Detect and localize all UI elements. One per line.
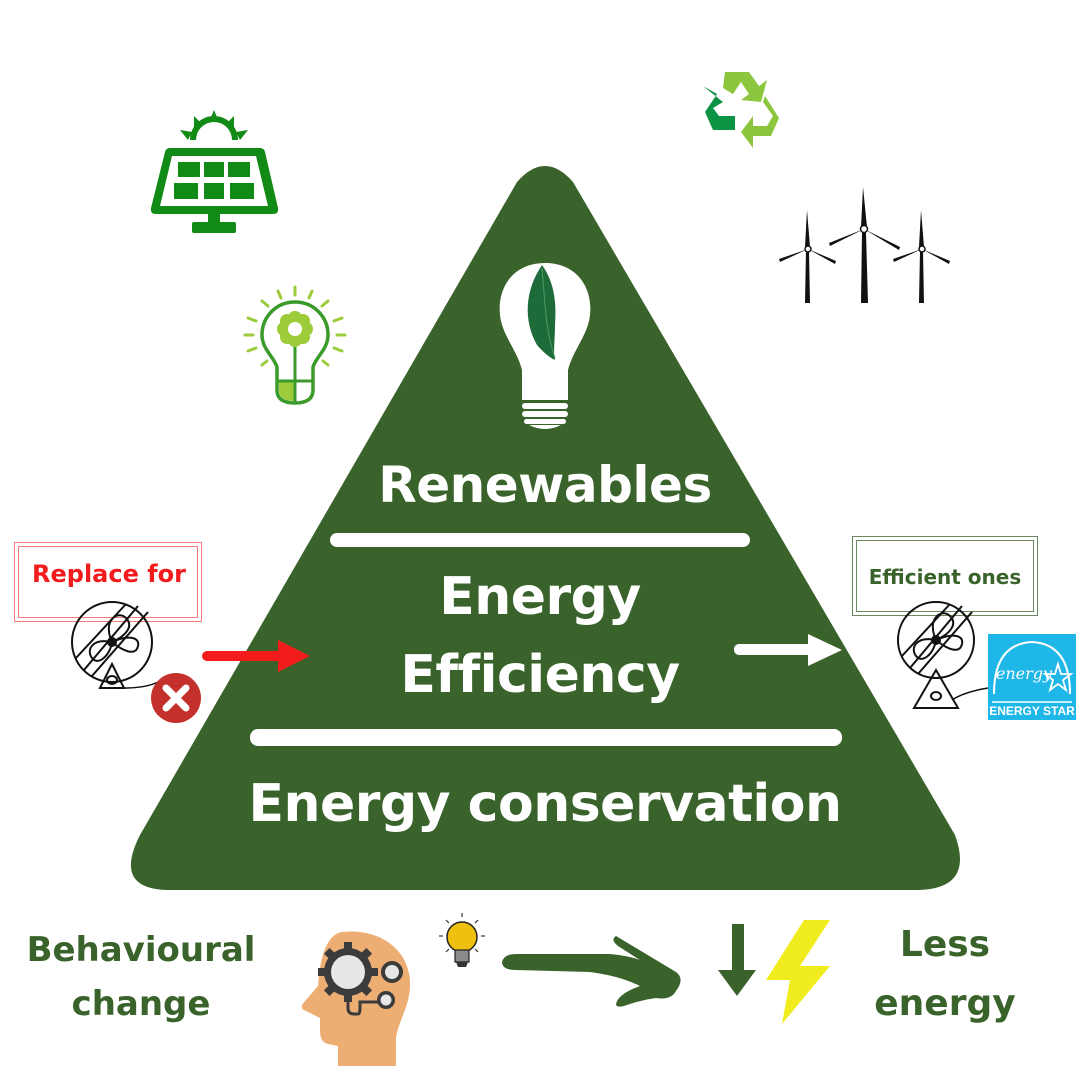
idea-bulb-icon bbox=[439, 913, 485, 967]
wind-turbines-icon bbox=[779, 187, 950, 303]
behavioural-label-line1: Behavioural bbox=[26, 930, 256, 970]
tier-divider-top bbox=[330, 533, 750, 547]
energy-star-badge: energy ENERGY STAR bbox=[988, 634, 1076, 720]
tier-divider-bottom bbox=[250, 729, 842, 746]
less-energy-label-line2: energy bbox=[874, 983, 1016, 1024]
replace-for-label: Replace for bbox=[32, 560, 186, 588]
efficient-fan-icon bbox=[897, 601, 989, 709]
curved-arrow-icon bbox=[502, 936, 681, 1007]
down-arrow-icon bbox=[718, 924, 756, 996]
solar-panel-icon bbox=[150, 110, 279, 233]
red-arrow-icon bbox=[202, 640, 310, 672]
recycle-icon bbox=[703, 72, 779, 148]
efficient-ones-frame bbox=[852, 536, 1038, 616]
tier-renewables-label: Renewables bbox=[378, 456, 712, 514]
tier-conservation-label: Energy conservation bbox=[248, 774, 842, 834]
head-gears-icon bbox=[301, 931, 411, 1066]
behavioural-label-line2: change bbox=[71, 984, 211, 1024]
tier-efficiency-label-line2: Efficiency bbox=[400, 645, 680, 705]
energy-star-label: ENERGY STAR bbox=[989, 704, 1075, 718]
tier-efficiency-label-line1: Energy bbox=[439, 567, 641, 627]
red-x-icon bbox=[151, 673, 201, 723]
eco-lightbulb-icon bbox=[243, 285, 347, 405]
leaf-lightbulb-icon bbox=[499, 263, 591, 429]
white-arrow-icon bbox=[734, 634, 842, 666]
lightning-bolt-icon bbox=[766, 920, 830, 1024]
replace-for-frame bbox=[14, 542, 202, 622]
old-fan-icon bbox=[71, 601, 159, 689]
energy-star-script: energy bbox=[995, 664, 1053, 683]
less-energy-label-line1: Less bbox=[899, 924, 991, 965]
energy-star-logo-icon bbox=[992, 640, 1074, 703]
efficient-ones-label: Efficient ones bbox=[868, 565, 1022, 589]
